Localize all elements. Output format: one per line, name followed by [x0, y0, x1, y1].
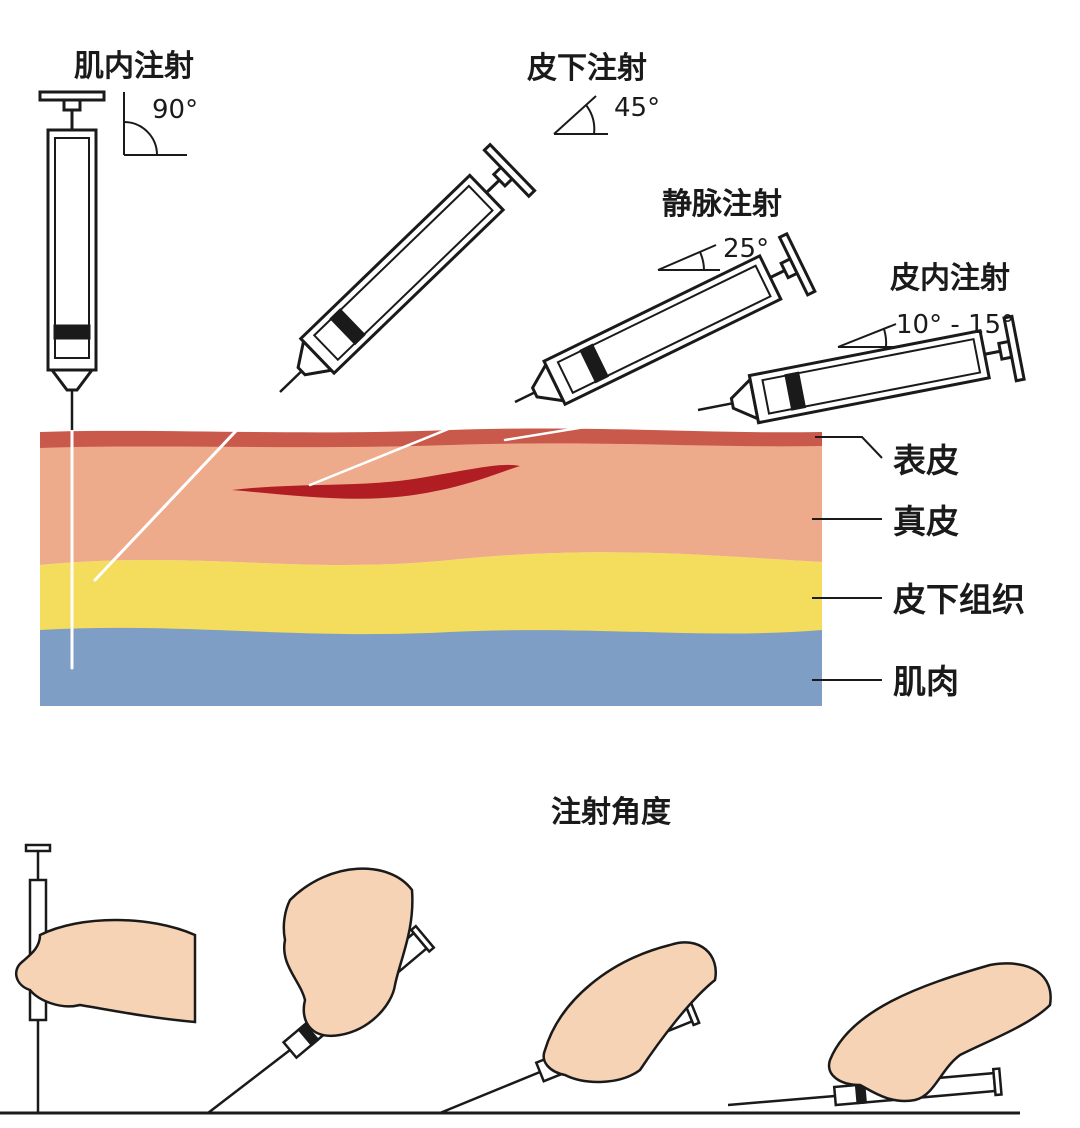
syringe-intravenous	[514, 231, 817, 407]
dermis-layer	[40, 440, 822, 565]
bottom-title: 注射角度	[551, 795, 671, 830]
layer-label-dermis: 真皮	[893, 502, 959, 541]
angle-45-icon	[553, 95, 608, 135]
angle-intramuscular: 90°	[152, 95, 198, 125]
skin-cross-section	[40, 428, 822, 706]
hand-syringe-45	[207, 867, 436, 1114]
hand-syringe-90	[14, 843, 197, 1113]
layer-leaders	[812, 436, 883, 681]
layer-label-subcutaneous: 皮下组织	[893, 580, 1025, 619]
angle-10-15-icon	[837, 323, 900, 348]
angle-intradermal: 10° - 15°	[896, 310, 1014, 340]
angle-25-icon	[657, 244, 720, 271]
blood-vessel	[232, 464, 520, 499]
hand-syringe-25	[439, 941, 718, 1115]
hand-syringe-10-15	[727, 962, 1052, 1107]
syringe-intradermal	[697, 314, 1026, 425]
syringe-intramuscular	[38, 90, 106, 430]
label-intravenous: 静脉注射	[662, 187, 782, 222]
label-intramuscular: 肌内注射	[74, 49, 194, 84]
needle-paths	[70, 393, 692, 670]
subcutaneous-layer	[40, 552, 822, 635]
epidermis-layer	[40, 428, 822, 448]
label-intradermal: 皮内注射	[890, 261, 1010, 296]
angle-subcutaneous: 45°	[614, 93, 660, 123]
angle-intravenous: 25°	[723, 234, 769, 264]
label-subcutaneous: 皮下注射	[527, 51, 647, 86]
layer-label-muscle: 肌肉	[893, 662, 959, 701]
layer-label-epidermis: 表皮	[893, 441, 959, 480]
syringe-subcutaneous	[279, 142, 537, 393]
angle-90-icon	[123, 92, 187, 156]
